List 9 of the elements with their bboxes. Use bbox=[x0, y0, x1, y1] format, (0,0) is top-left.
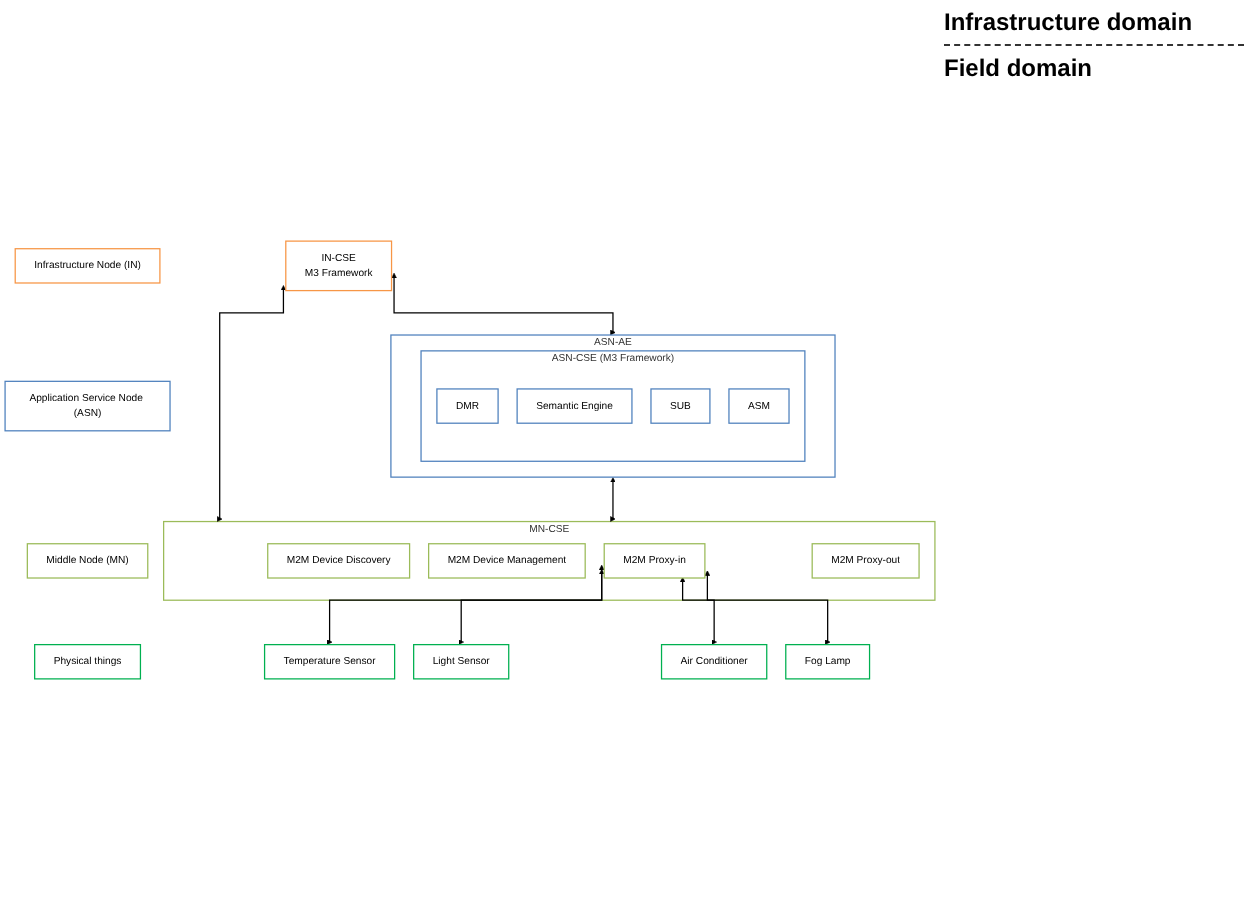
domain-label: Field domain bbox=[944, 54, 1095, 82]
arrow bbox=[216, 285, 287, 522]
arrow bbox=[679, 576, 717, 645]
arrow bbox=[391, 272, 616, 336]
domain-label: Infrastructure domain bbox=[944, 8, 1195, 36]
arrow bbox=[326, 564, 605, 645]
arrow bbox=[458, 569, 605, 645]
arrow bbox=[704, 570, 831, 645]
arrow bbox=[610, 477, 616, 522]
